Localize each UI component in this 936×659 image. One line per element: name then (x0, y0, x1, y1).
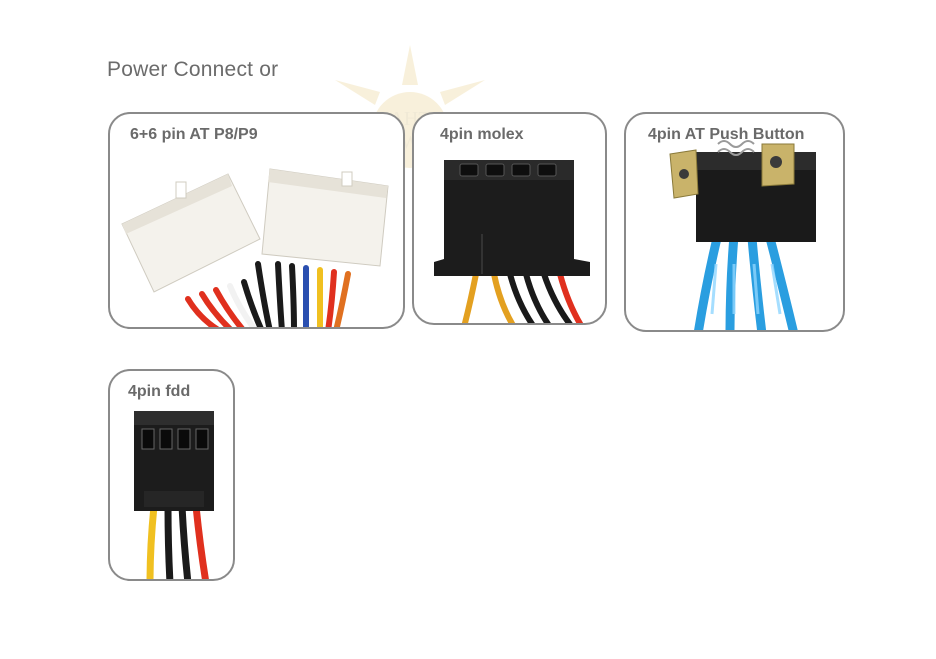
page-title: Power Connect or (107, 58, 279, 81)
connector-card-push-button: 4pin AT Push Button (624, 112, 845, 332)
connector-card-molex: 4pin molex (412, 112, 607, 325)
connector-label: 4pin AT Push Button (648, 126, 805, 143)
connector-label: 4pin molex (440, 126, 524, 143)
fdd-connector-photo-icon (134, 411, 214, 579)
push-button-connector-photo-icon (669, 140, 816, 330)
molex-connector-photo-icon (434, 160, 590, 323)
connector-label: 4pin fdd (128, 383, 191, 400)
connector-card-fdd: 4pin fdd (108, 369, 235, 581)
at-p8-p9-connector-photo-icon (121, 168, 389, 327)
connector-label: 6+6 pin AT P8/P9 (130, 126, 258, 143)
connector-card-at-p8-p9: 6+6 pin AT P8/P9 (108, 112, 405, 329)
